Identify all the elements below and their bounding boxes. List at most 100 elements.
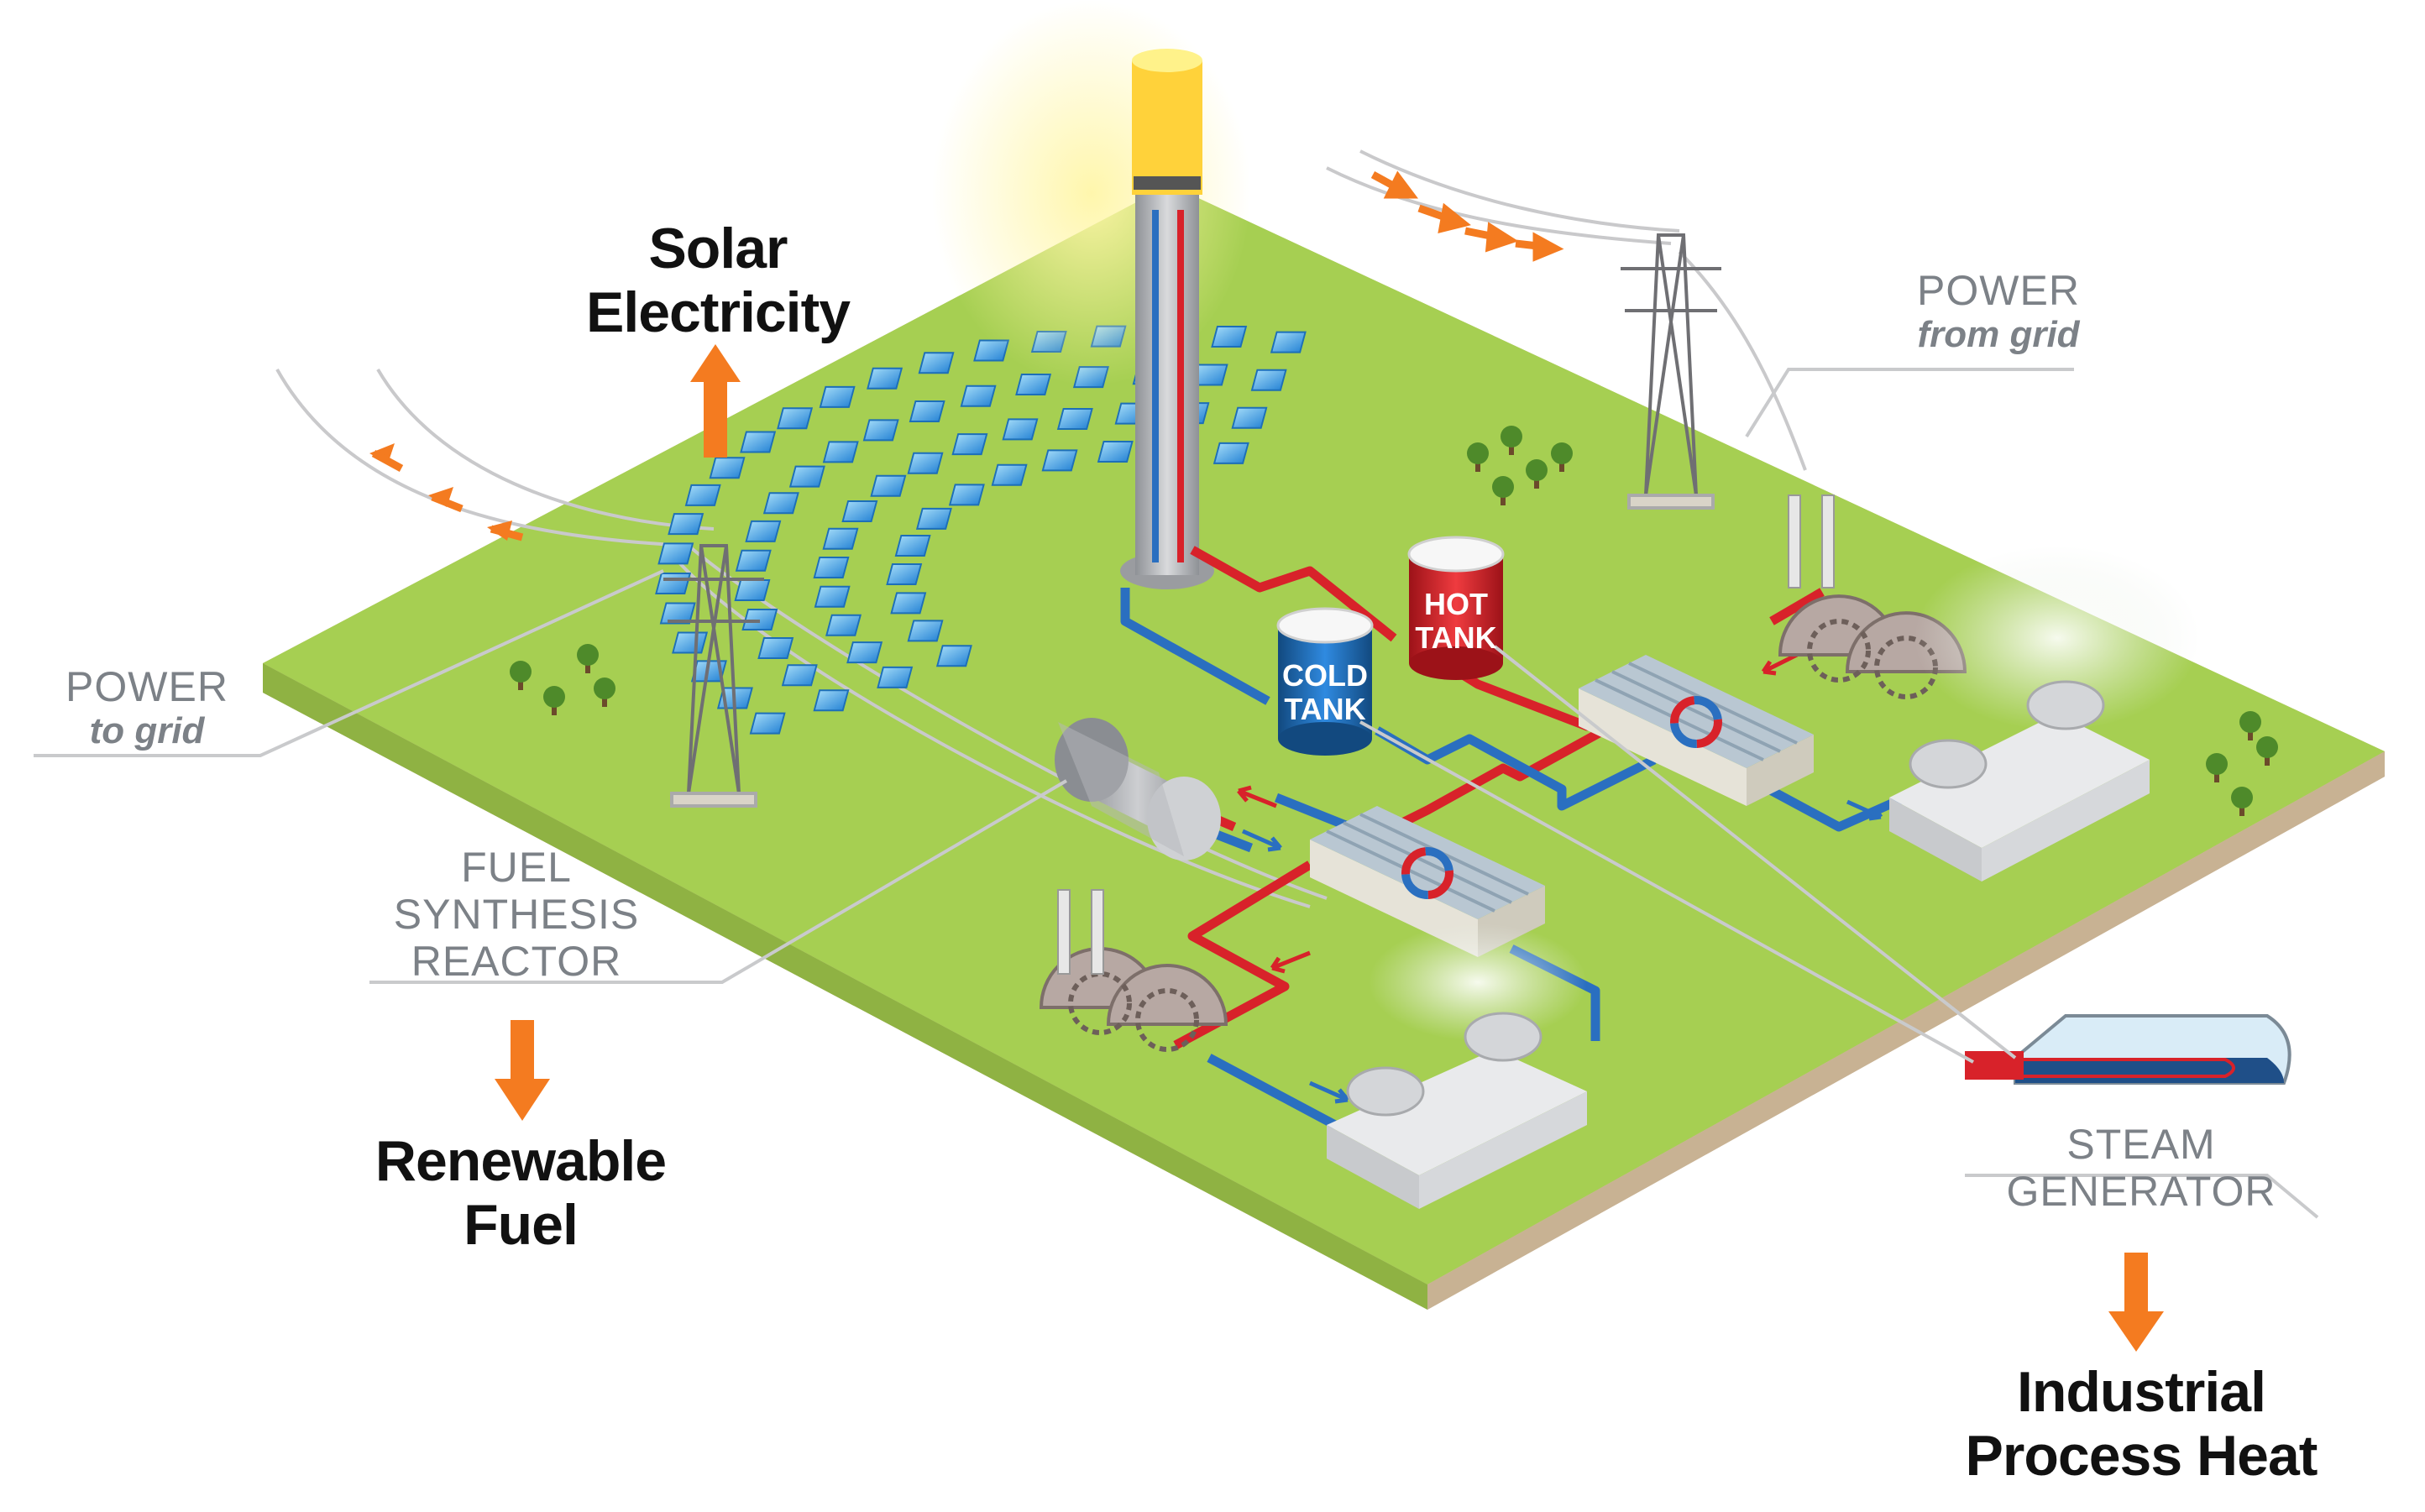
tree: [1492, 476, 1514, 498]
heliostat-mirror: [894, 534, 931, 557]
tree-trunk: [585, 662, 590, 673]
fuel-synthesis-reactor-label: FUEL SYNTHESIS REACTOR: [393, 844, 640, 985]
heliostat-mirror: [655, 572, 692, 594]
tree: [1551, 442, 1573, 464]
heliostat-mirror: [735, 549, 772, 572]
heliostat-mirror: [841, 500, 878, 523]
tree: [2256, 736, 2278, 758]
heat-exchanger-right: [1579, 655, 1814, 806]
heliostat-mirror: [915, 507, 952, 530]
heliostat-mirror: [813, 557, 850, 579]
heliostat-mirror: [659, 602, 696, 625]
tree-trunk: [2214, 771, 2219, 782]
heliostat-mirror: [867, 367, 903, 390]
tree-trunk: [1559, 460, 1564, 472]
tree: [1526, 459, 1548, 481]
tree-trunk: [1475, 460, 1480, 472]
tree-trunk: [1501, 494, 1506, 505]
tree-trunk: [1534, 477, 1539, 489]
heliostat-mirror: [668, 513, 704, 536]
heliostat-mirror: [870, 474, 907, 497]
power-to-grid-label: POWER to grid: [65, 663, 228, 751]
heliostat-mirror: [907, 452, 944, 474]
tree: [2231, 787, 2253, 808]
heliostat-mirror: [781, 664, 818, 687]
power-from-grid-label: POWER from grid: [1917, 267, 2080, 355]
heliostat-mirror: [1231, 406, 1268, 429]
solar-electricity-label: Solar Electricity: [585, 217, 851, 345]
tree: [594, 678, 615, 699]
steam-generator-icon: [1965, 1014, 2291, 1085]
heliostat-mirror: [1097, 440, 1134, 463]
heliostat-mirror: [951, 433, 988, 456]
heliostat-mirror: [886, 563, 923, 586]
pylon-right: [1621, 233, 1721, 510]
heliostat-mirror: [757, 636, 794, 659]
heliostat-mirror: [1250, 369, 1287, 391]
flow-arrows: [1237, 652, 1883, 1104]
cold-tank: [1276, 607, 1374, 756]
solar-tower: [1120, 49, 1214, 589]
heliostat-mirror: [1212, 442, 1249, 464]
heliostat-mirror: [935, 645, 972, 667]
heliostat-mirror: [1270, 331, 1307, 353]
heliostat-mirror: [890, 592, 927, 615]
heliostat-mirror: [788, 465, 825, 488]
tree-trunk: [1509, 443, 1514, 455]
power-in-arrows: [1370, 170, 1564, 262]
leader-lines: [34, 368, 2319, 1219]
tree: [2206, 753, 2228, 775]
heliostat-mirror: [1056, 408, 1093, 431]
tree-trunk: [552, 704, 557, 715]
heliostat-mirror: [684, 484, 721, 506]
heliostat-mirror: [762, 492, 799, 515]
renewable-fuel-label: Renewable Fuel: [374, 1129, 667, 1258]
heliostat-mirror: [1211, 325, 1248, 348]
tree-trunk: [602, 695, 607, 707]
heliostat-mirror: [991, 463, 1028, 486]
tree: [577, 644, 599, 666]
arrow-down-fuel: [495, 1020, 550, 1121]
cold-tank-label: COLD TANK: [1282, 658, 1368, 726]
power-out-arrows: [369, 443, 524, 541]
heliostat-mirror: [907, 620, 944, 642]
hot-tank-label: HOT TANK: [1415, 587, 1497, 655]
tree: [510, 661, 532, 683]
heliostat-mirror: [749, 712, 786, 735]
hot-tank: [1407, 536, 1505, 680]
heliostat-mirror: [918, 352, 955, 374]
tree: [1467, 442, 1489, 464]
heliostat-mirror: [909, 400, 945, 422]
heliostat-mirror: [960, 385, 997, 407]
pylon-left: [663, 544, 764, 808]
sunlight-glow: [932, 0, 1251, 386]
heliostat-mirror: [819, 385, 856, 408]
tree: [1501, 426, 1522, 447]
heliostat-mirror: [657, 542, 694, 565]
heliostat-mirror: [709, 457, 746, 479]
heliostat-mirror: [822, 441, 859, 463]
tree: [2239, 711, 2261, 733]
heliostat-mirror: [862, 419, 899, 442]
tree-trunk: [2248, 729, 2253, 740]
turbine-left: [1039, 889, 1228, 1052]
heliostat-mirror: [1041, 449, 1078, 472]
heliostat-mirror: [777, 407, 814, 430]
tree: [543, 686, 565, 708]
trees: [510, 426, 2278, 816]
arrow-up-electricity: [690, 344, 741, 458]
tree-trunk: [2265, 754, 2270, 766]
heliostat-mirror: [745, 520, 782, 542]
heliostat-mirror: [740, 431, 777, 453]
heliostat-mirror: [1015, 374, 1052, 396]
cooling-unit-right: [1889, 546, 2200, 882]
tree-trunk: [2239, 804, 2244, 816]
heliostat-mirror: [877, 666, 914, 688]
power-lines-right: [1326, 149, 1807, 471]
steam-generator-label: STEAM GENERATOR: [2006, 1121, 2276, 1215]
tree-trunk: [518, 678, 523, 690]
heliostat-mirror: [948, 484, 985, 506]
fuel-reactor-cylinder: [1055, 718, 1221, 861]
arrow-down-heat: [2108, 1253, 2164, 1352]
